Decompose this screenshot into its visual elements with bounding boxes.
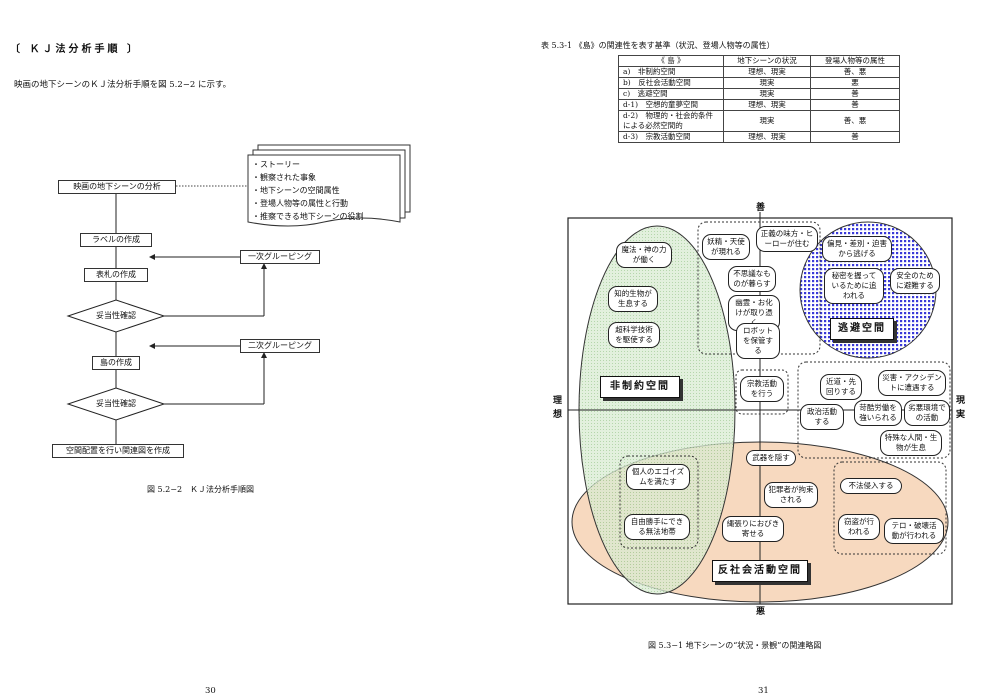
table-row: b) 反社会活動空間 現実 悪: [618, 77, 900, 89]
island-religion: 宗教活動を行う: [740, 376, 784, 402]
page-number-left: 30: [205, 686, 216, 696]
island-disaster: 災害・アクシデントに遭遇する: [878, 370, 946, 396]
island-intelligent: 知的生物が生息する: [608, 286, 658, 312]
flow-grouping-2: 二次グルーピング: [240, 339, 320, 353]
table-title: 表 5.3-1 《島》の関連性を表す基準（状況、登場人物等の属性）: [541, 41, 775, 50]
island-safety: 安全のために避難する: [890, 268, 940, 294]
island-labor: 苛酷労働を強いられる: [854, 400, 902, 426]
flow-grouping-1: 一次グルーピング: [240, 250, 320, 264]
axis-top-label: 善: [756, 203, 766, 213]
axis-left-label: 理想: [553, 396, 563, 420]
label-nonconstraint: 非制約空間: [600, 376, 680, 398]
island-approach: 近道・先回りする: [820, 374, 862, 400]
island-ego: 個人のエゴイズムを満たす: [626, 464, 690, 490]
island-supertech: 超科学技術を駆使する: [608, 322, 660, 348]
flow-island-box: 島の作成: [92, 356, 140, 370]
island-magic: 魔法・神の力が働く: [616, 242, 672, 268]
group-fantasy: [697, 221, 821, 355]
doc-item: ・観察された事象: [252, 173, 316, 182]
diagram-caption: 図 5.3−1 地下シーンの“状況・景観”の関連略図: [648, 641, 822, 650]
group-necessity: [797, 361, 951, 459]
flow-validate-1: 妥当性確認: [96, 311, 136, 320]
document-stack: [247, 154, 401, 227]
flowchart-caption: 図 5.2−2 ＫＪ法分析手順図: [147, 485, 255, 494]
island-weapon: 武器を隠す: [746, 450, 796, 466]
decision-diamond-2: [66, 387, 166, 421]
group-crime: [833, 461, 947, 555]
doc-item: ・登場人物等の属性と行動: [252, 199, 348, 208]
decision-diamond-1: [66, 299, 166, 333]
island-harsh: 劣悪環境での活動: [904, 400, 950, 426]
table-row: d-2) 物理的・社会的条件による必然空間的 現実 善、悪: [618, 110, 900, 132]
intro-text: 映画の地下シーンのＫＪ法分析手順を図 5.2−2 に示す。: [14, 80, 232, 90]
relation-table: 《 島 》 地下シーンの状況 登場人物等の属性 a) 非制約空間 理想、現実 善…: [618, 55, 900, 143]
island-yokai: 妖精・天使が現れる: [702, 234, 750, 260]
document-items: ・ストーリー ・観察された事象 ・地下シーンの空間属性 ・登場人物等の属性と行動…: [252, 158, 363, 223]
island-special: 特殊な人間・生物が生息: [880, 430, 942, 456]
flow-validate-2: 妥当性確認: [96, 399, 136, 408]
island-hero: 正義の味方・ヒーローが住む: [756, 226, 818, 252]
island-territory: 縄張りにおびき寄せる: [722, 516, 784, 542]
island-criminal: 犯罪者が拘束される: [764, 482, 818, 508]
doc-item: ・地下シーンの空間属性: [252, 186, 340, 195]
island-mystery: 不思議なものが暮らす: [728, 266, 776, 292]
table-row: d-1) 空想的童夢空間 理想、現実 善: [618, 99, 900, 111]
label-escape: 逃避空間: [830, 318, 894, 340]
group-religion: [735, 369, 789, 415]
doc-item: ・推察できる地下シーンの役割: [252, 212, 364, 221]
island-robot: ロボットを保管する: [736, 323, 780, 359]
axis-right-label: 現実: [956, 396, 966, 420]
island-secret: 秘密を握っているために追われる: [824, 268, 884, 304]
island-selfish: 自由勝手にできる無法地帯: [624, 514, 690, 540]
island-theft: 窃盗が行われる: [838, 514, 880, 540]
island-terror: テロ・破壊活動が行われる: [884, 518, 944, 544]
flow-card-box: 表札の作成: [84, 268, 148, 282]
flow-label-box: ラベルの作成: [80, 233, 152, 247]
label-antisocial: 反社会活動空間: [712, 560, 808, 582]
flowchart-lines: [66, 144, 411, 444]
flow-spatial-box: 空間配置を行い関連図を作成: [52, 444, 184, 458]
island-prejudice: 偏見・差別・迫害から逃げる: [822, 236, 892, 262]
island-politics: 政治活動する: [800, 404, 844, 430]
doc-item: ・ストーリー: [252, 160, 300, 169]
axis-bottom-label: 悪: [756, 607, 766, 617]
group-ego: [619, 455, 699, 549]
flow-analysis-box: 映画の地下シーンの分析: [58, 180, 176, 194]
section-heading: 〔 ＫＪ法分析手順 〕: [10, 44, 140, 55]
table-row: d-3) 宗教活動空間 理想、現実 善: [618, 131, 900, 143]
island-trespass: 不法侵入する: [840, 478, 902, 494]
page-number-right: 31: [758, 686, 769, 696]
